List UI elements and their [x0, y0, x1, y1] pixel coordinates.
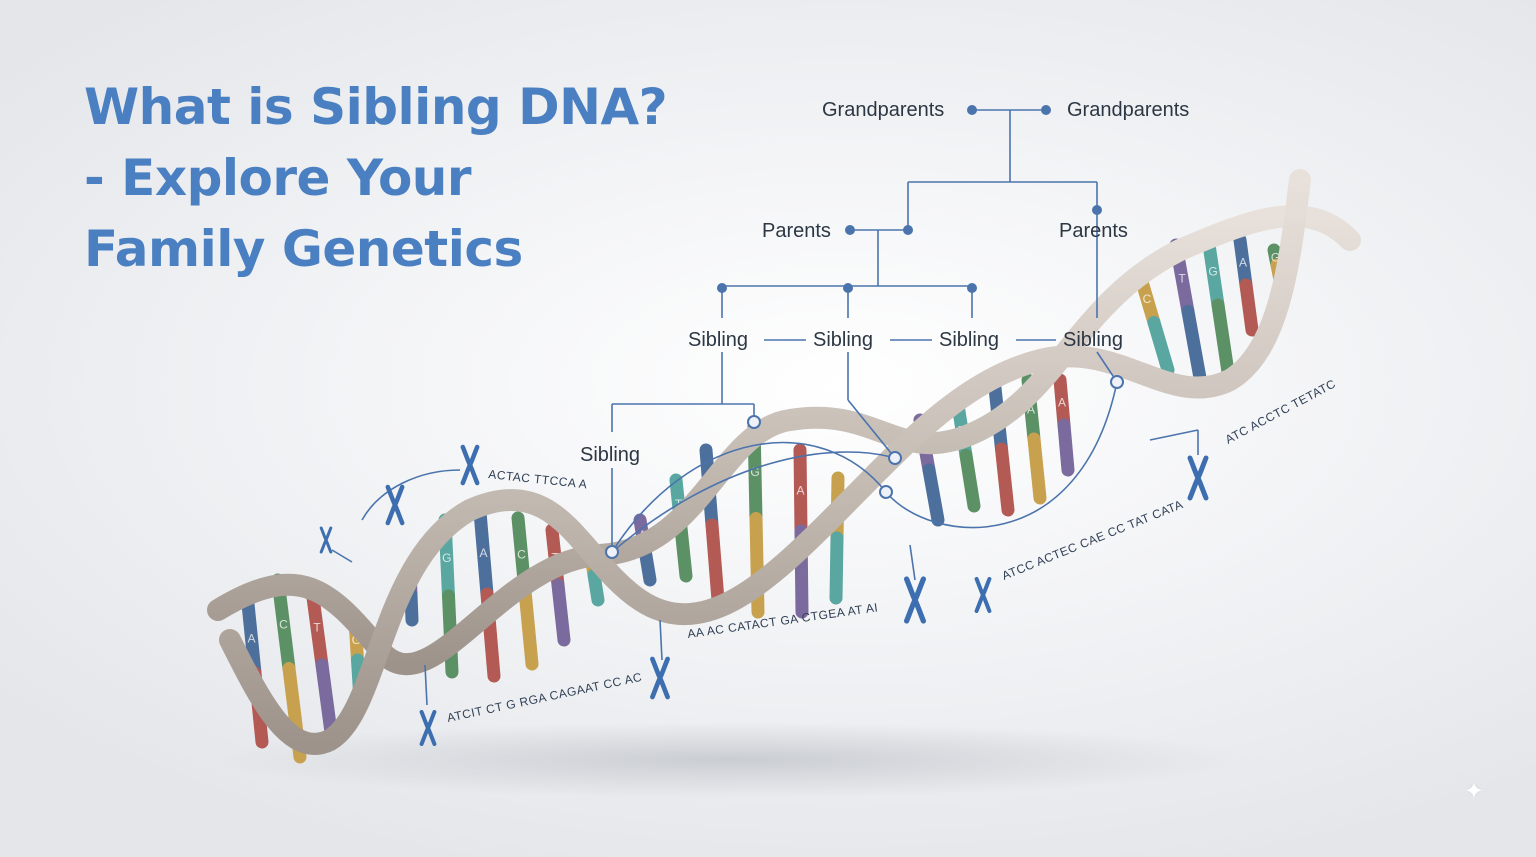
chromosome-icon	[903, 576, 927, 624]
chromosome-icon	[419, 709, 437, 747]
base-letter: G	[1271, 251, 1280, 265]
base-letter: C	[279, 617, 288, 631]
chromosome-icon	[385, 484, 405, 526]
family-tree-nodes	[717, 105, 1102, 293]
chromosome-icon	[1187, 455, 1209, 501]
base-pair: T	[545, 523, 571, 647]
sibling-label-1: Sibling	[688, 329, 748, 351]
title-line-1: What is Sibling DNA?	[84, 78, 668, 136]
helix-shadow	[210, 722, 1250, 798]
grandparents-left-label: Grandparents	[822, 99, 944, 121]
dna-backbone-strand-b	[219, 169, 1311, 755]
base-pair: A	[1053, 373, 1075, 477]
page-title: What is Sibling DNA? - Explore Your Fami…	[84, 72, 668, 285]
base-letter: A	[1058, 396, 1066, 410]
parents-left-label: Parents	[762, 220, 831, 242]
base-letter: G	[442, 551, 451, 565]
family-tree-helix-markers	[605, 375, 1124, 559]
base-letter: T	[1178, 271, 1186, 285]
base-pair: C	[1133, 268, 1175, 377]
sequence-label-2: ATCIT CT G RGA CAGAAT CC AC	[446, 670, 644, 725]
base-letter: A	[247, 632, 255, 646]
base-letter: A	[796, 484, 804, 498]
base-pair: G	[1201, 231, 1235, 379]
base-pair: T	[951, 398, 981, 513]
grandparents-right-label: Grandparents	[1067, 99, 1189, 121]
title-line-3: Family Genetics	[84, 220, 523, 278]
sibling-label-4: Sibling	[1063, 329, 1123, 351]
sequence-label-5: ATC ACCTC TETATC	[1223, 376, 1338, 446]
base-letter: C	[517, 548, 526, 562]
chromosome-icon	[319, 526, 333, 554]
sparkle-icon: ✦	[1463, 777, 1484, 805]
sibling-label-5: Sibling	[580, 444, 640, 466]
sequence-label-1: ACTAC TTCCA A	[488, 467, 588, 491]
chromosome-icon	[460, 444, 480, 486]
chromosome-icons	[319, 444, 1209, 747]
sequence-label-4: ATCC ACTEC CAE CC TAT CATA	[1000, 497, 1185, 583]
base-letter: A	[479, 546, 487, 560]
sibling-label-3: Sibling	[939, 329, 999, 351]
chromosome-icon	[650, 656, 670, 700]
base-letter: G	[352, 633, 361, 647]
base-letter: A	[1239, 256, 1247, 270]
base-letter: G	[750, 465, 759, 479]
base-letter: G	[1208, 265, 1217, 279]
base-letter: C	[1143, 292, 1152, 306]
sibling-label-2: Sibling	[813, 329, 873, 351]
base-letter: A	[1027, 403, 1035, 417]
base-pair: T	[305, 583, 339, 747]
base-pair: A	[473, 505, 501, 683]
base-pair: T	[1169, 238, 1207, 385]
title-line-2: - Explore Your	[84, 149, 472, 207]
base-pair: A	[1233, 233, 1259, 337]
chromosome-icon	[974, 576, 992, 614]
base-letter: T	[313, 621, 321, 635]
parents-right-label: Parents	[1059, 220, 1128, 242]
